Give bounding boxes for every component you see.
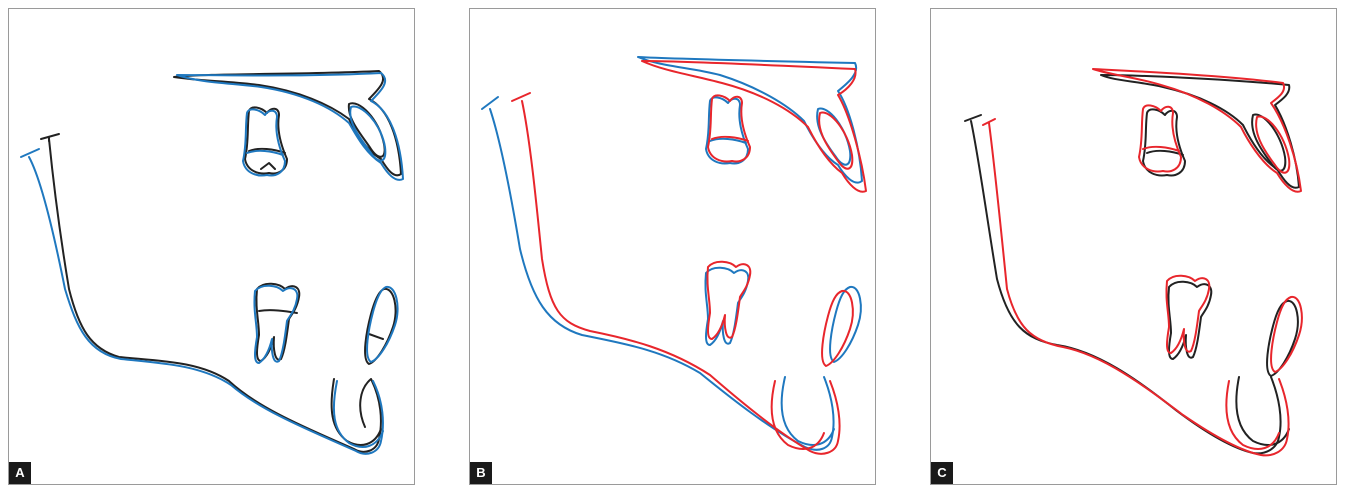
superimposition-tracing-a (9, 9, 414, 484)
mandible-outline (989, 123, 1289, 455)
lower-incisor (822, 291, 853, 366)
blue-tracing (21, 73, 403, 454)
blue-tracing (482, 57, 862, 450)
mandible-outline (522, 101, 840, 454)
superimposition-tracing-b (470, 9, 875, 484)
mandible-outline (971, 121, 1281, 453)
tracing-panel-c: C (930, 8, 1337, 485)
maxilla-outline (177, 73, 403, 180)
lower-molar (256, 284, 299, 361)
ramus-tick (21, 149, 39, 157)
symphysis (782, 377, 834, 445)
tracing-panel-a: A (8, 8, 415, 485)
superimposition-tracing-c (931, 9, 1336, 484)
mandible-outline (29, 157, 383, 454)
tracing-panel-b: B (469, 8, 876, 485)
upper-molar (708, 95, 750, 161)
black-tracing (965, 75, 1299, 453)
ramus-tick (41, 134, 59, 141)
ramus-tick (482, 97, 498, 109)
panel-label-b: B (470, 462, 492, 484)
ramus-tick (965, 115, 981, 121)
red-tracing (983, 69, 1302, 455)
maxilla-outline (1101, 75, 1299, 188)
red-tracing (512, 61, 866, 454)
lower-molar (707, 262, 750, 339)
upper-incisor (819, 113, 852, 169)
symphysis (332, 379, 381, 445)
maxilla-outline (1093, 69, 1301, 192)
black-tracing (41, 71, 401, 452)
panel-label-c: C (931, 462, 953, 484)
lower-molar (1168, 282, 1211, 359)
panel-label-a: A (9, 462, 31, 484)
ramus-tick (512, 93, 530, 101)
lower-molar (254, 286, 297, 363)
maxilla-outline (642, 61, 866, 192)
upper-molar (245, 107, 287, 173)
maxilla-outline (638, 57, 862, 183)
symphysis (1226, 381, 1279, 449)
symphysis (772, 381, 824, 449)
